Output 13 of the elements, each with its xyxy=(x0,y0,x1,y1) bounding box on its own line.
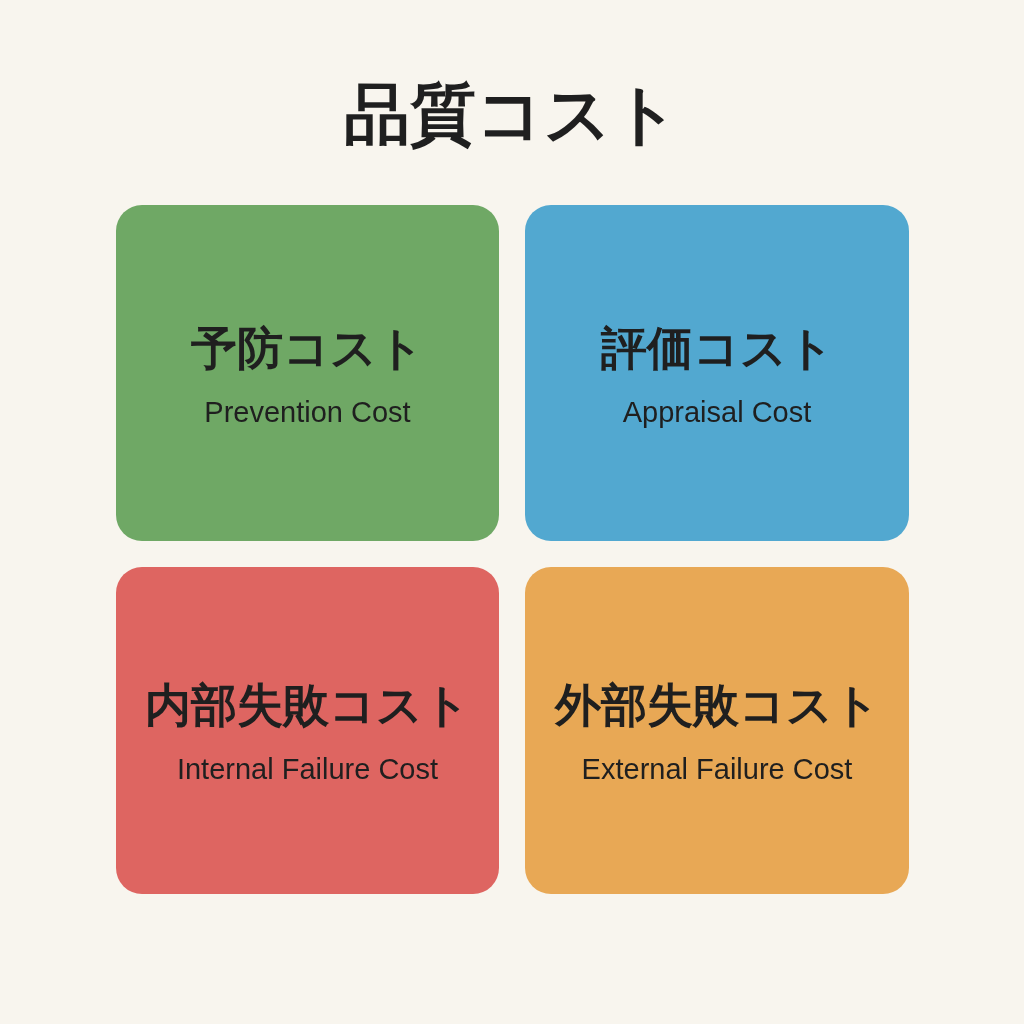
category-box xyxy=(525,567,909,894)
category-subtitle: Prevention Cost xyxy=(204,395,411,429)
category-subtitle: Internal Failure Cost xyxy=(176,753,439,786)
category-box xyxy=(525,205,909,541)
category-heading: 評価コスト xyxy=(600,319,834,377)
category-heading: 予防コスト xyxy=(191,319,424,377)
category-subtitle: External Failure Cost xyxy=(581,753,853,786)
category-subtitle: Appraisal Cost xyxy=(622,395,812,429)
category-box xyxy=(116,205,499,541)
title: 品質コスト xyxy=(344,75,680,155)
category-box xyxy=(116,567,499,894)
category-heading: 内部失敗コスト xyxy=(145,677,470,734)
category-heading: 外部失敗コスト xyxy=(554,677,880,734)
